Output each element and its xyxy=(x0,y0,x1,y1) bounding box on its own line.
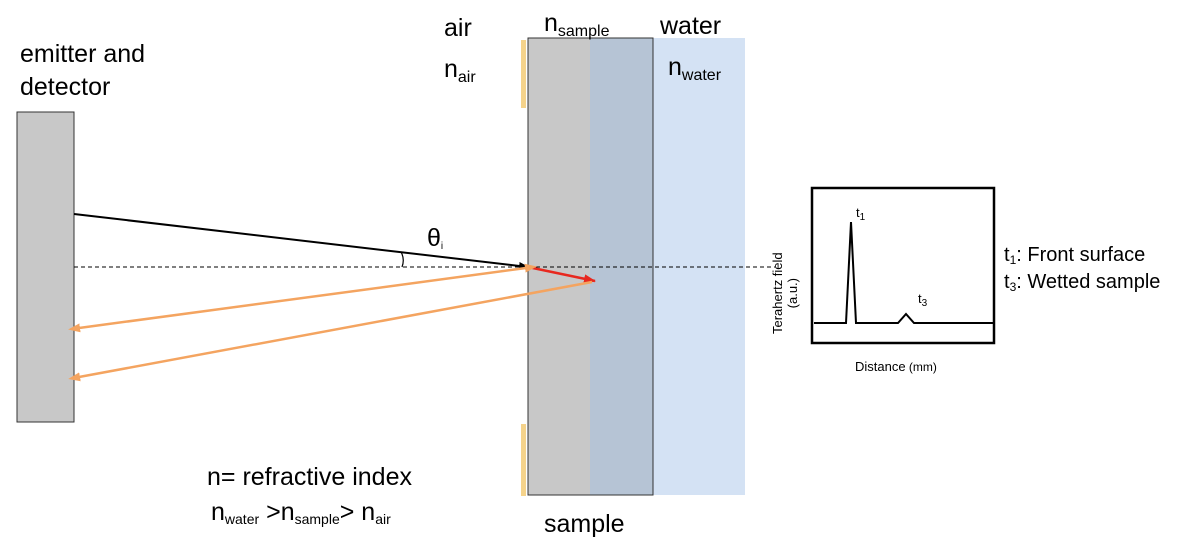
refractive-index-relation: nwater >nsample> nair xyxy=(211,498,391,527)
emitter-label-line1: emitter and xyxy=(20,40,146,68)
reflected-ray-front xyxy=(68,263,537,333)
inset-y-axis-label: Terahertz field (a.u.) xyxy=(770,252,800,334)
n-air-label: nair xyxy=(444,55,476,86)
emitter-detector-block xyxy=(16,111,75,423)
emitter-label-line2: detector xyxy=(20,73,111,101)
refracted-ray xyxy=(527,265,596,284)
water-label: water xyxy=(660,12,722,40)
sample-label: sample xyxy=(544,510,625,538)
terahertz-trace xyxy=(814,221,993,324)
reflected-ray-wetted xyxy=(68,280,593,382)
air-label: air xyxy=(444,14,472,42)
incident-ray xyxy=(73,213,529,270)
incidence-angle-arc xyxy=(400,251,404,268)
inset-plot-frame xyxy=(810,186,996,345)
n-water-label: nwater xyxy=(668,53,722,84)
refractive-index-label: n= refractive index xyxy=(207,463,412,491)
legend-t3: t3: Wetted sample xyxy=(1004,271,1161,294)
inset-peak-t1-label: t1 xyxy=(856,205,866,223)
legend-t1: t1: Front surface xyxy=(1004,244,1146,267)
inset-peak-t3-label: t3 xyxy=(918,291,928,309)
seal-top xyxy=(521,40,526,108)
inset-x-axis-label: Distance (mm) xyxy=(855,359,937,374)
theta-i-label: θi xyxy=(427,224,444,252)
n-sample-label: nsample xyxy=(544,9,610,40)
seal-bottom xyxy=(521,424,526,496)
